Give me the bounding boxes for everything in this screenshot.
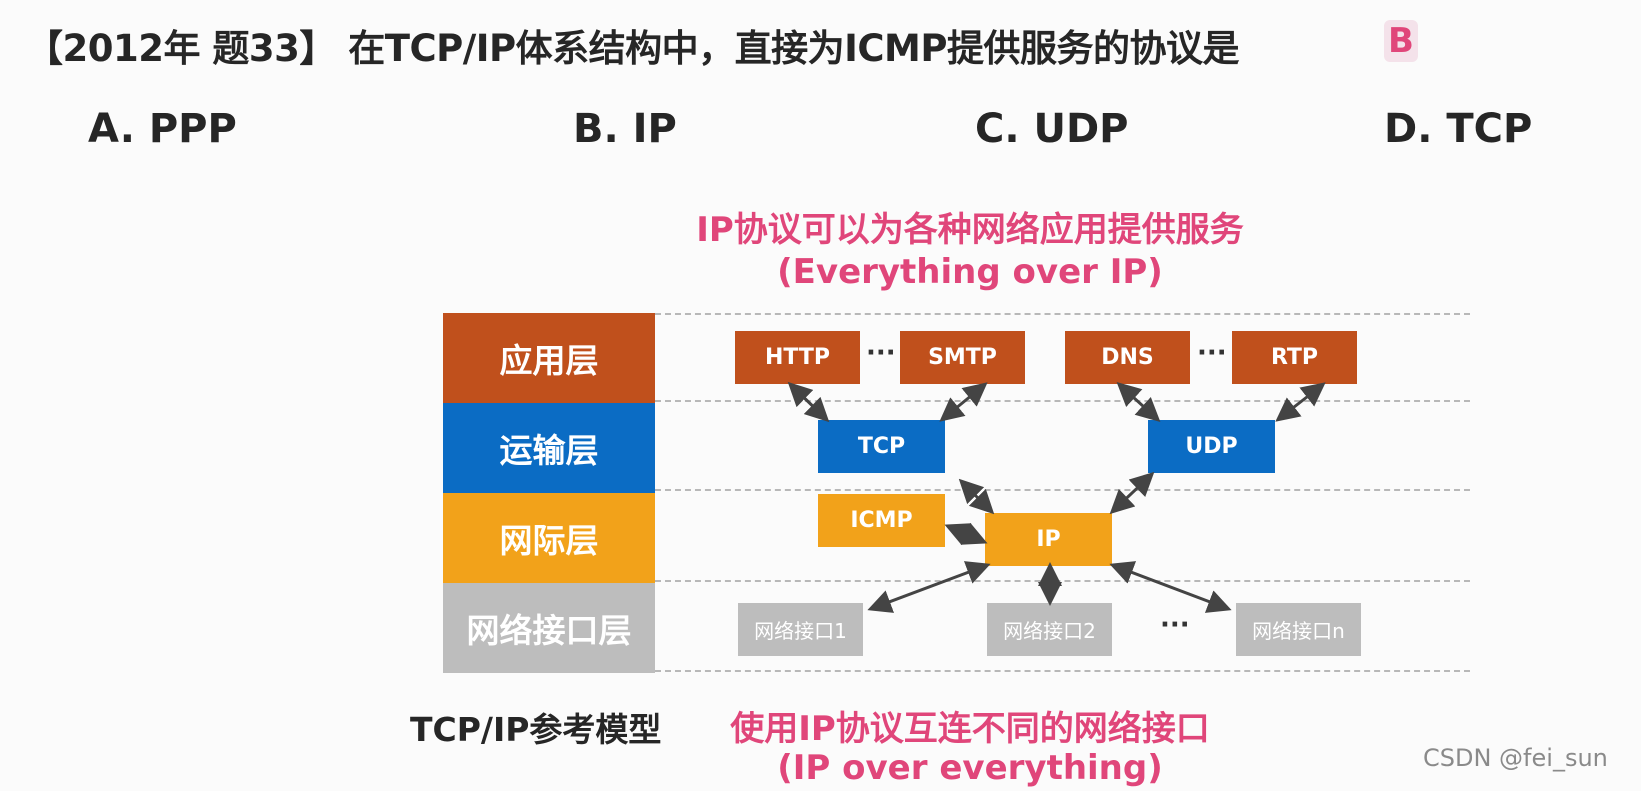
separator-line: [655, 580, 1470, 582]
ellipsis-app-right: ···: [1197, 338, 1227, 368]
top-title: IP协议可以为各种网络应用提供服务: [696, 210, 1244, 250]
layer-network: 网际层: [443, 493, 655, 583]
option-a: A. PPP: [88, 106, 237, 152]
arrow-udp-ip: [1109, 471, 1155, 515]
protocol-ip: IP: [985, 513, 1112, 566]
arrow-dns-udp: [1116, 381, 1161, 423]
protocol-dns: DNS: [1065, 331, 1190, 384]
interface-1: 网络接口1: [738, 603, 863, 656]
protocol-icmp: ICMP: [818, 494, 945, 547]
arrow-smtp-tcp: [939, 382, 988, 422]
protocol-http: HTTP: [735, 331, 860, 384]
layer-interface: 网络接口层: [443, 583, 655, 673]
separator-line: [655, 313, 1470, 315]
interface-n: 网络接口n: [1236, 603, 1361, 656]
arrow-icmp-ip: [944, 522, 988, 546]
ellipsis-interfaces: ···: [1160, 610, 1190, 640]
protocol-rtp: RTP: [1232, 331, 1357, 384]
arrow-tcp-ip: [958, 478, 995, 515]
arrow-ip-interfacen: [1109, 561, 1232, 613]
option-c: C. UDP: [975, 106, 1129, 152]
option-d: D. TCP: [1384, 106, 1533, 152]
protocol-tcp: TCP: [818, 420, 945, 473]
protocol-udp: UDP: [1148, 420, 1275, 473]
layer-application: 应用层: [443, 313, 655, 403]
model-label: TCP/IP参考模型: [410, 710, 662, 749]
top-subtitle: (Everything over IP): [777, 252, 1163, 292]
arrow-http-tcp: [787, 381, 830, 423]
separator-line: [655, 400, 1470, 402]
question-text: 【2012年 题33】 在TCP/IP体系结构中，直接为ICMP提供服务的协议是: [26, 27, 1240, 70]
bottom-title: 使用IP协议互连不同的网络接口: [730, 709, 1210, 749]
separator-line: [655, 670, 1470, 672]
answer-badge: B: [1384, 20, 1418, 62]
option-b: B. IP: [573, 106, 677, 152]
arrow-rtp-udp: [1275, 382, 1326, 422]
separator-line: [655, 489, 1470, 491]
ellipsis-app-left: ···: [866, 338, 896, 368]
interface-2: 网络接口2: [987, 603, 1112, 656]
protocol-smtp: SMTP: [900, 331, 1025, 384]
watermark: CSDN @fei_sun: [1423, 744, 1608, 772]
layer-transport: 运输层: [443, 403, 655, 493]
arrow-ip-interface1: [867, 561, 991, 613]
bottom-subtitle: (IP over everything): [777, 748, 1163, 788]
